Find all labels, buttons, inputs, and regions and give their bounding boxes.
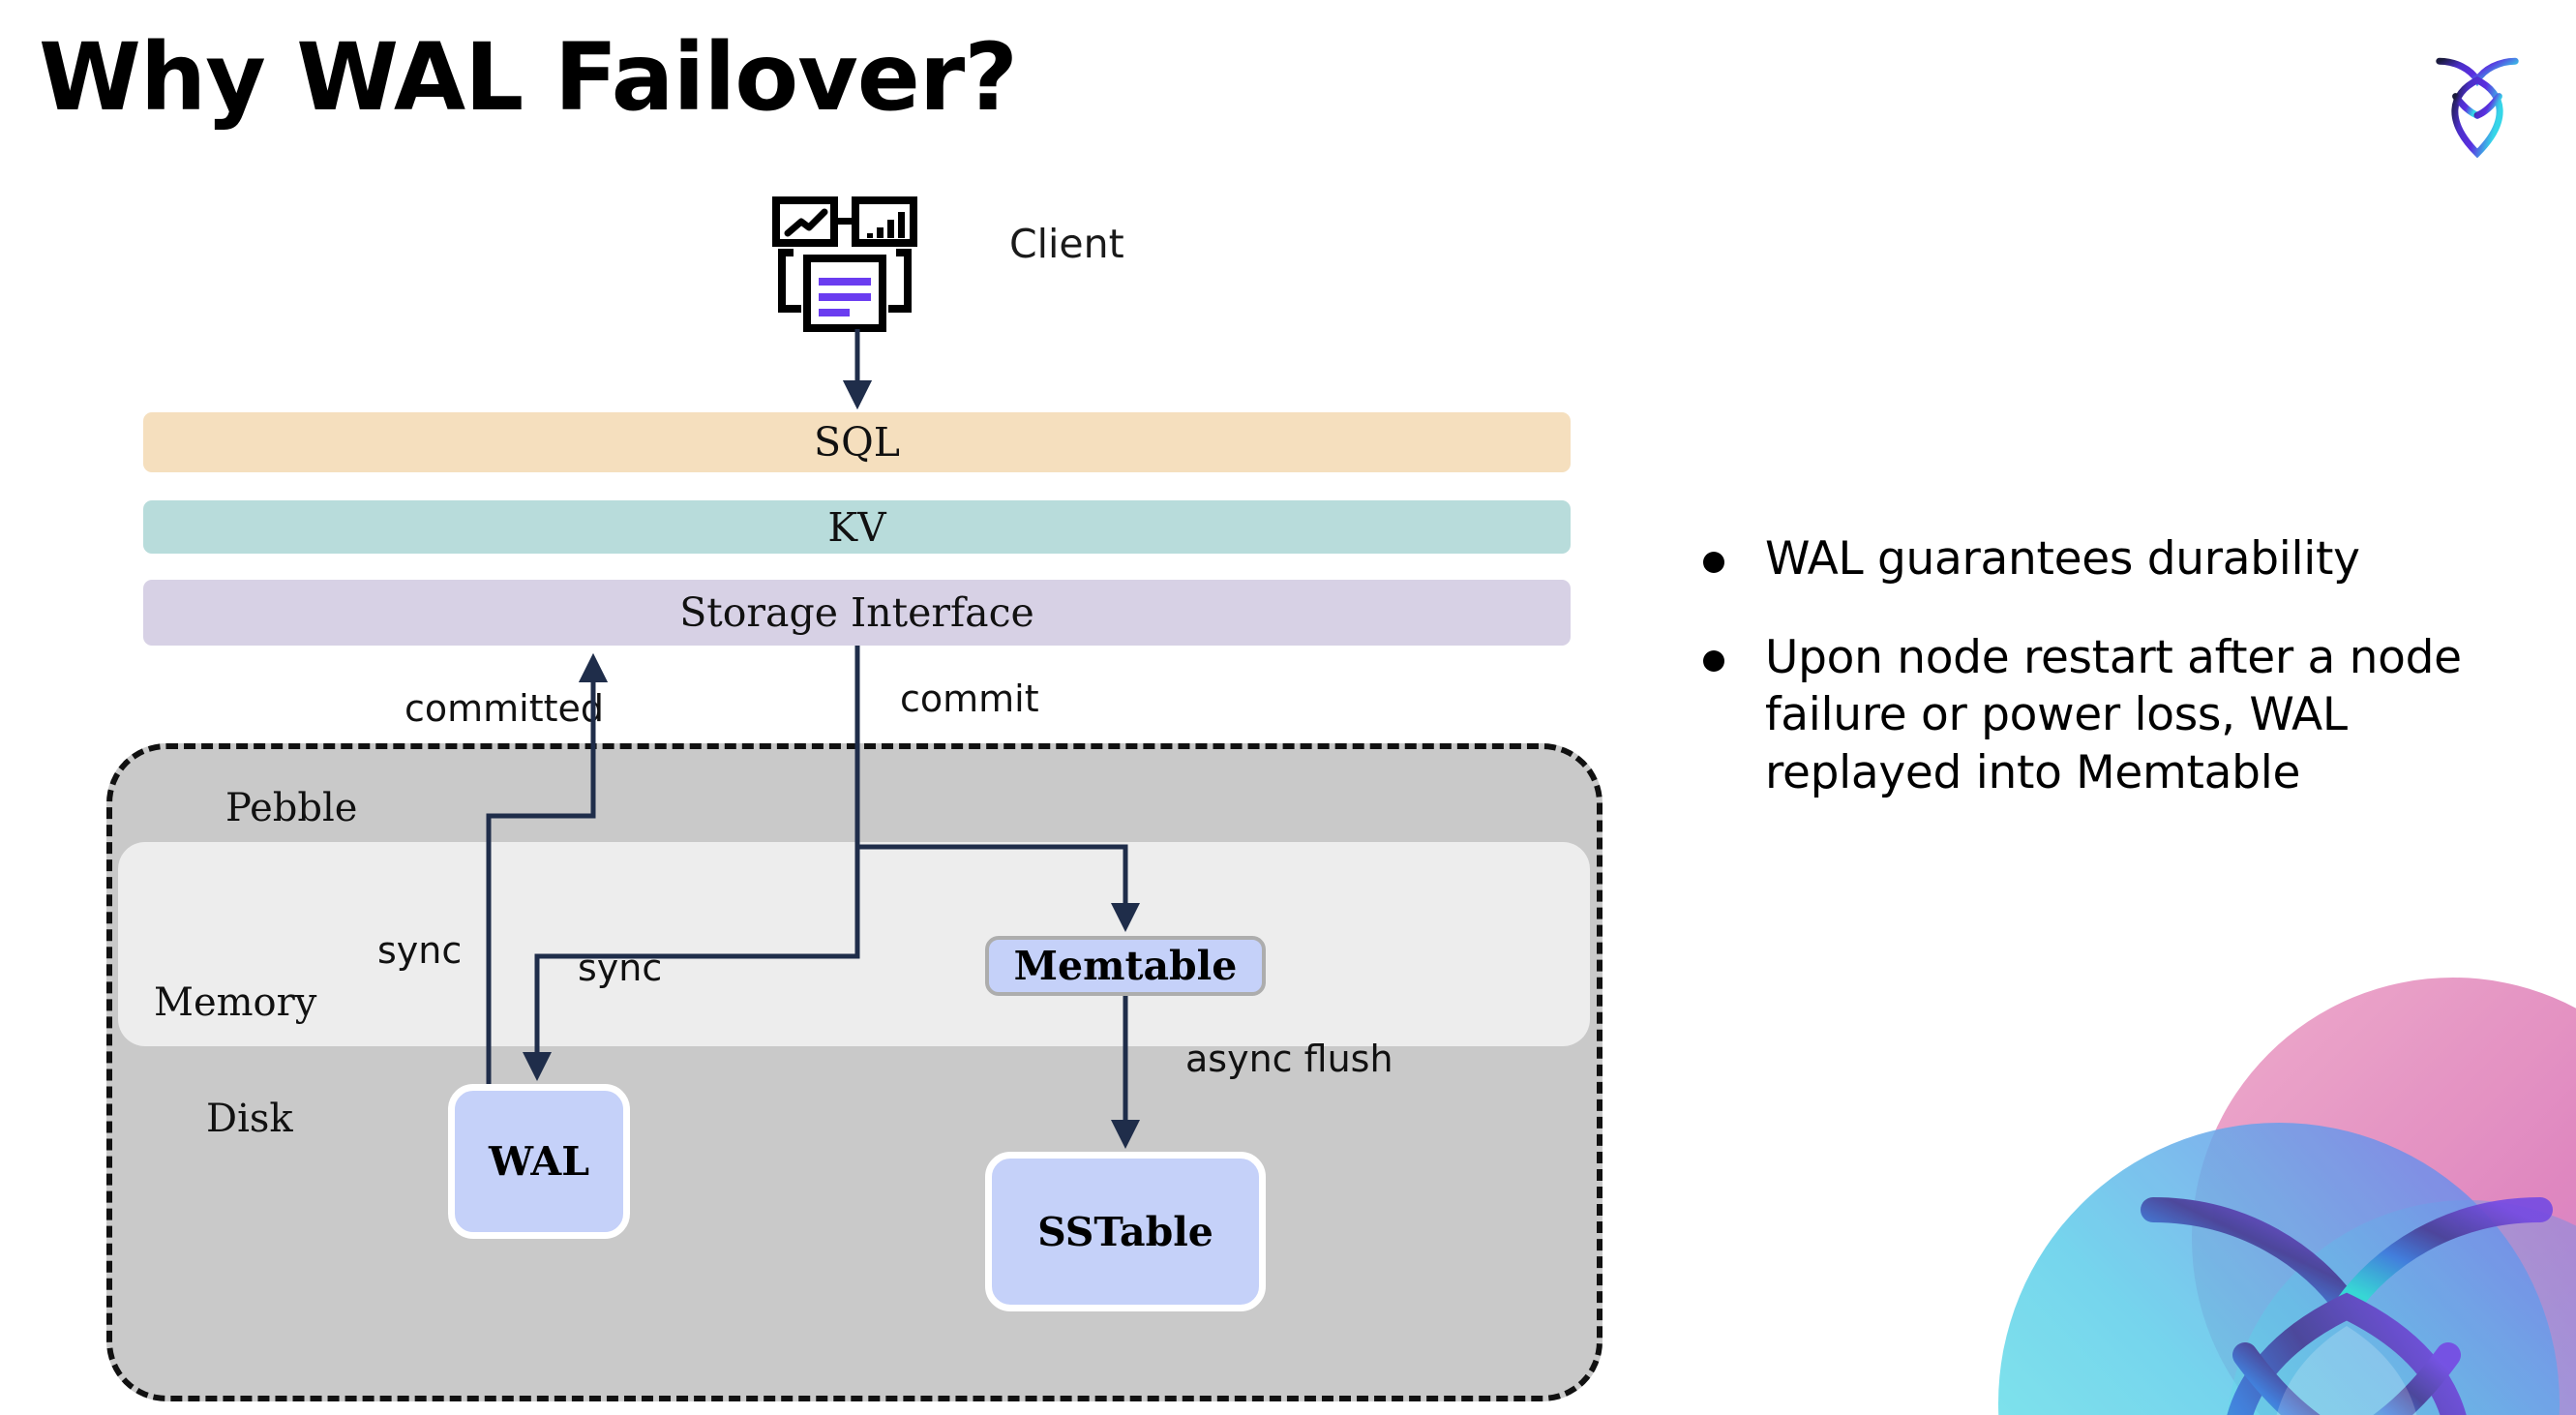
disk-label: Disk [206, 1097, 293, 1141]
edge-label-commit: commit [900, 677, 1039, 720]
bullet-text: Upon node restart after a node failure o… [1765, 630, 2462, 800]
bullet-dot-icon [1703, 552, 1724, 573]
cockroachdb-gradient-circles-decoration [1964, 919, 2576, 1415]
architecture-diagram: Client SQL KV Storage Interface committe… [106, 196, 1603, 1401]
bullet-text: WAL guarantees durability [1765, 532, 2360, 586]
cockroachdb-logo-icon [2410, 37, 2545, 172]
page-title: Why WAL Failover? [39, 23, 1018, 132]
edge-label-sync-left: sync [377, 929, 463, 972]
pebble-label: Pebble [225, 786, 358, 830]
client-dashboard-icon [772, 196, 927, 332]
client-label: Client [1009, 221, 1124, 267]
edge-label-async-flush: async flush [1185, 1038, 1393, 1080]
list-item: WAL guarantees durability [1703, 530, 2506, 588]
bullet-list: WAL guarantees durability Upon node rest… [1703, 530, 2506, 843]
memory-label: Memory [154, 980, 317, 1025]
list-item: Upon node restart after a node failure o… [1703, 629, 2506, 802]
node-wal[interactable]: WAL [448, 1084, 630, 1239]
bullet-dot-icon [1703, 649, 1724, 672]
layer-bar-sql[interactable]: SQL [143, 412, 1571, 472]
edge-label-committed: committed [404, 687, 605, 730]
layer-bar-storage-interface[interactable]: Storage Interface [143, 580, 1571, 646]
edge-label-sync-right: sync [578, 947, 663, 989]
node-memtable[interactable]: Memtable [985, 936, 1266, 996]
layer-bar-kv[interactable]: KV [143, 500, 1571, 554]
node-sstable[interactable]: SSTable [985, 1152, 1266, 1311]
memory-region [118, 842, 1590, 1046]
